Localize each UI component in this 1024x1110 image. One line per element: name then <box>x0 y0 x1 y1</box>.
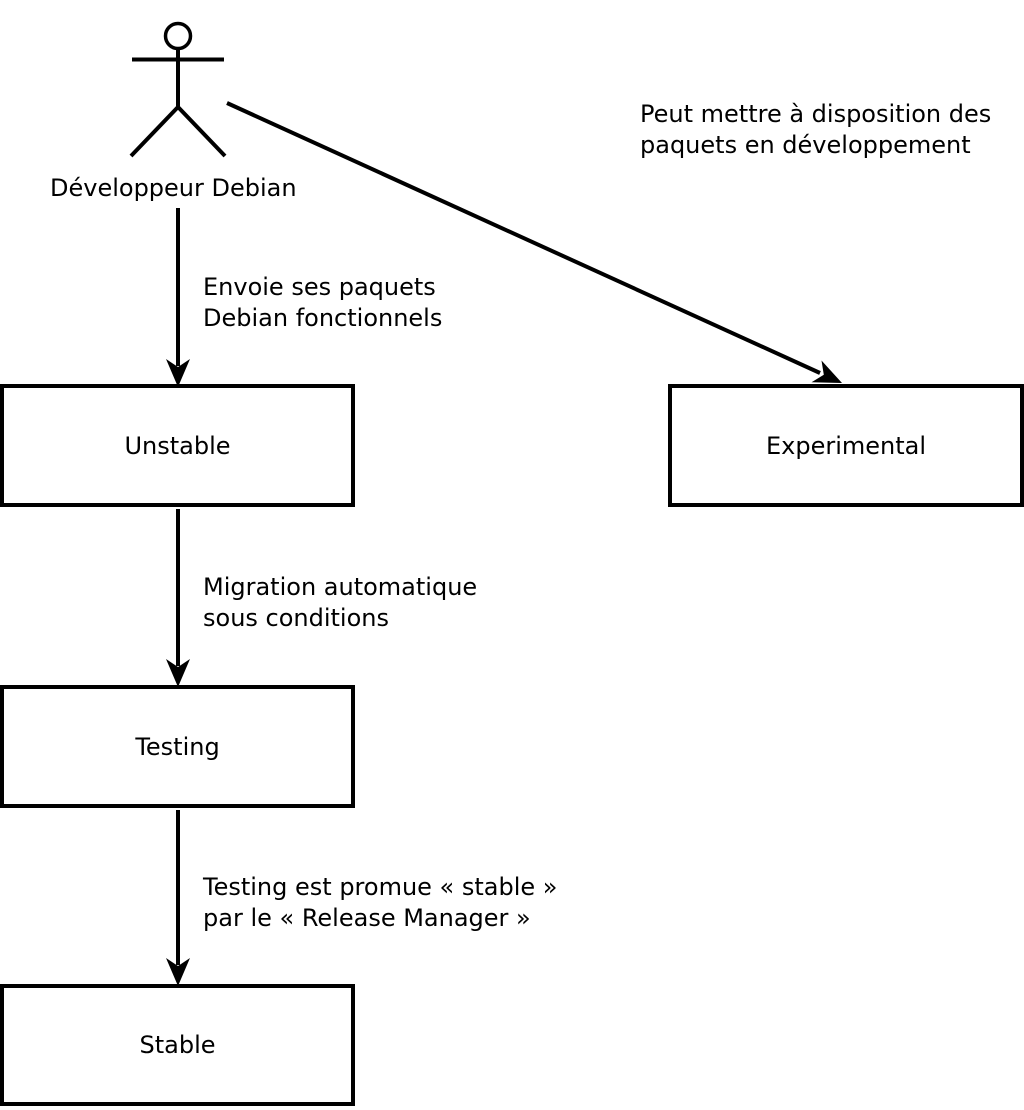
box-experimental: Experimental <box>668 384 1024 507</box>
arrow-developer-to-experimental <box>226 101 842 383</box>
actor-head <box>163 21 193 51</box>
note-line: sous conditions <box>203 604 389 632</box>
arrow-developer-to-unstable <box>166 208 190 387</box>
box-unstable: Unstable <box>0 384 355 507</box>
arrow-unstable-to-testing <box>166 509 190 687</box>
arrowhead-diagonal-icon <box>811 360 842 383</box>
note-line: paquets en développement <box>640 131 971 159</box>
arrow-testing-to-stable <box>166 810 190 986</box>
box-stable: Stable <box>0 984 355 1106</box>
actor-label: Développeur Debian <box>50 174 297 202</box>
actor-right-leg <box>176 105 227 158</box>
box-experimental-label: Experimental <box>765 431 927 460</box>
arrowhead-down-icon <box>166 359 190 387</box>
actor-left-leg <box>129 105 180 158</box>
note-upload-unstable: Envoie ses paquets Debian fonctionnels <box>203 272 442 334</box>
note-line: par le « Release Manager » <box>203 904 531 932</box>
box-unstable-label: Unstable <box>124 431 231 460</box>
note-promotion: Testing est promue « stable » par le « R… <box>203 872 557 934</box>
note-migration: Migration automatique sous conditions <box>203 572 477 634</box>
box-testing-label: Testing <box>135 732 220 761</box>
note-experimental-upload: Peut mettre à disposition des paquets en… <box>640 99 991 161</box>
stick-figure-icon <box>129 21 227 158</box>
note-line: Peut mettre à disposition des <box>640 100 992 128</box>
note-line: Testing est promue « stable » <box>203 873 558 901</box>
box-testing: Testing <box>0 685 355 808</box>
note-line: Envoie ses paquets <box>203 273 436 301</box>
arrowhead-down-icon <box>166 659 190 687</box>
note-line: Debian fonctionnels <box>203 304 443 332</box>
arrowhead-down-icon <box>166 958 190 986</box>
note-line: Migration automatique <box>203 573 478 601</box>
box-stable-label: Stable <box>139 1031 216 1059</box>
